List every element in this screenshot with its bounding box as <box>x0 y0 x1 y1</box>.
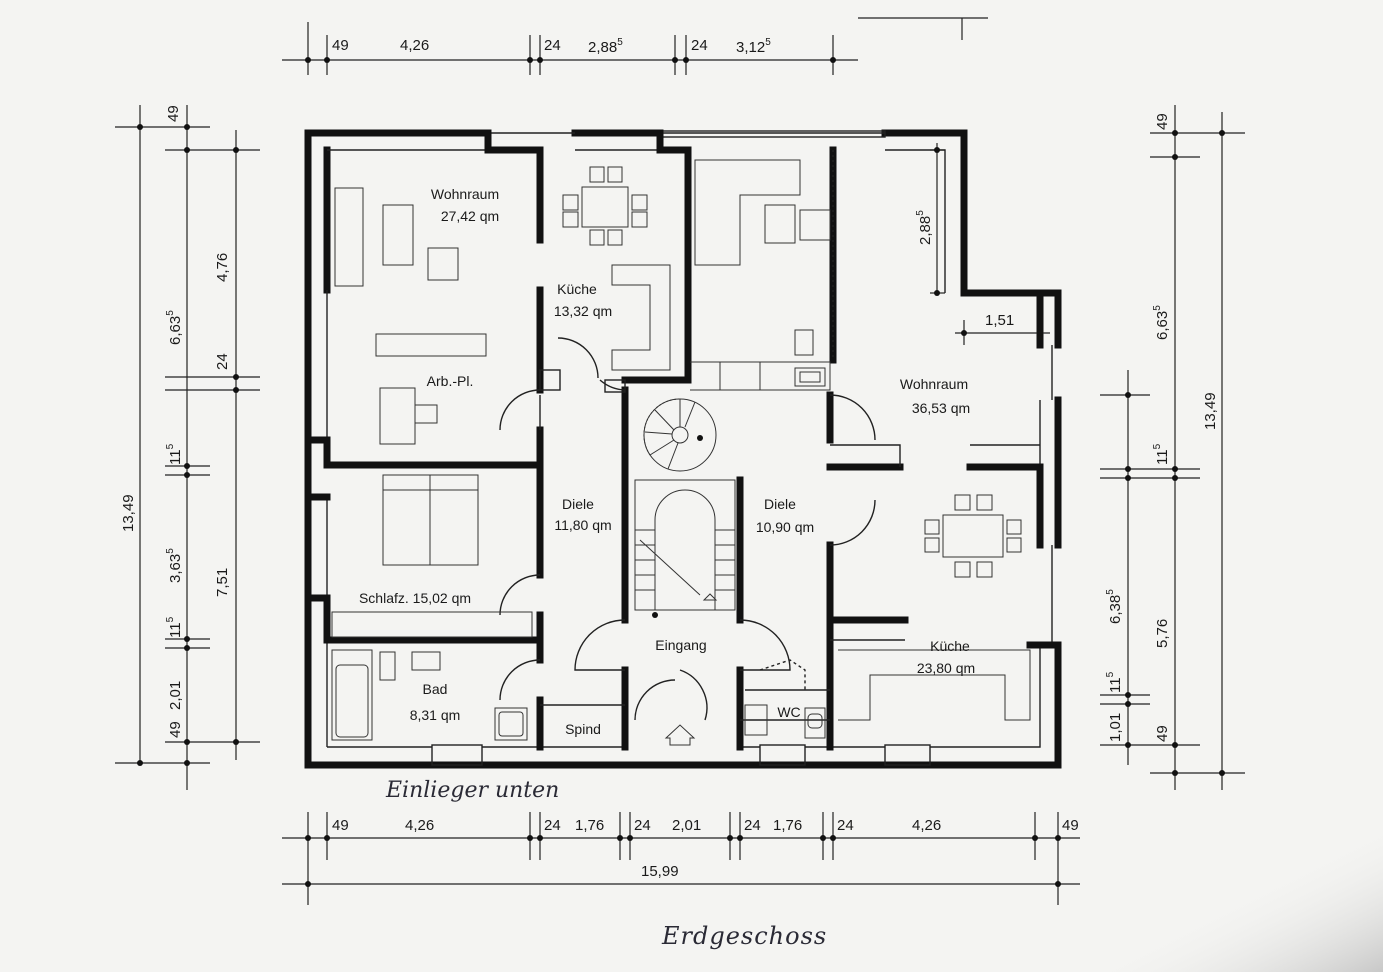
dim-label: 24 <box>691 37 708 54</box>
dimension-left: 49 4,76 24 7,51 6,635 115 3,635 115 2,01… <box>115 105 260 790</box>
dim-label: 5,76 <box>1154 619 1171 648</box>
room-name: Küche <box>557 281 597 297</box>
handwritten-note: Einlieger unten <box>385 778 559 803</box>
outer-walls <box>304 129 1062 769</box>
dim-label: 49 <box>1154 113 1171 130</box>
dim-total: 13,49 <box>1202 392 1219 430</box>
dim-label: 4,26 <box>912 817 941 834</box>
dim-label: 24 <box>544 37 561 54</box>
dim-label: 115 <box>165 616 184 638</box>
room-name: Bad <box>423 681 448 697</box>
room-area: 13,32 qm <box>554 303 612 319</box>
dim-total: 13,49 <box>120 494 137 532</box>
dim-label: 49 <box>165 105 182 122</box>
dim-label: 24 <box>744 817 761 834</box>
room-name: Schlafz. 15,02 qm <box>359 590 471 606</box>
dim-label: 6,385 <box>1105 589 1124 624</box>
room-area: 11,80 qm <box>554 517 611 533</box>
dim-label: 4,76 <box>214 253 231 282</box>
room-name: Eingang <box>655 637 706 653</box>
dim-label: 2,885 <box>588 37 623 56</box>
room-name: Spind <box>565 721 601 737</box>
dim-label: 49 <box>332 37 349 54</box>
dim-label: 115 <box>165 443 184 465</box>
room-name: Diele <box>764 496 796 512</box>
page-title: Erdgeschoss <box>661 922 827 950</box>
dim-label: 49 <box>167 721 184 738</box>
furniture <box>331 159 1031 746</box>
room-area: 10,90 qm <box>756 519 814 535</box>
dim-label: 24 <box>837 817 854 834</box>
room-area: 27,42 qm <box>441 208 499 224</box>
room-name: Küche <box>930 638 970 654</box>
dim-label: 49 <box>332 817 349 834</box>
dim-label: 115 <box>1105 671 1124 693</box>
dim-total: 15,99 <box>641 863 679 880</box>
dim-label: 6,635 <box>1152 305 1171 340</box>
room-name: WC <box>777 704 800 720</box>
room-area: 8,31 qm <box>410 707 461 723</box>
dim-label: 1,01 <box>1107 713 1124 742</box>
dim-label: 3,125 <box>736 37 771 56</box>
dim-label: 115 <box>1152 443 1171 465</box>
dim-label: 2,01 <box>672 817 701 834</box>
dim-label: 49 <box>1154 725 1171 742</box>
dim-label: 3,635 <box>165 548 184 583</box>
dim-label: 4,26 <box>405 817 434 834</box>
dimension-bottom: 49 4,26 24 1,76 24 2,01 24 1,76 24 4,26 … <box>282 812 1080 905</box>
dim-label: 1,76 <box>575 817 604 834</box>
dim-label: 2,01 <box>167 681 184 710</box>
dimension-inner: 2,885 1,51 <box>915 143 1050 345</box>
dim-label: 1,76 <box>773 817 802 834</box>
dim-label: 6,635 <box>165 310 184 345</box>
room-area: 23,80 qm <box>917 660 975 676</box>
room-name: Wohnraum <box>900 376 968 392</box>
room-name: Arb.-Pl. <box>427 373 474 389</box>
paper-shadow <box>1000 780 1383 972</box>
dimension-top: 49 4,26 24 2,885 24 3,125 <box>282 17 988 75</box>
dim-label: 49 <box>1062 817 1079 834</box>
dim-label: 24 <box>214 353 231 370</box>
dim-label: 24 <box>634 817 651 834</box>
room-labels: Wohnraum 27,42 qm Küche 13,32 qm Arb.-Pl… <box>359 186 975 737</box>
dim-label: 7,51 <box>214 568 231 597</box>
room-name: Diele <box>562 496 594 512</box>
dim-label: 4,26 <box>400 37 429 54</box>
dim-label: 1,51 <box>985 312 1014 329</box>
inner-wall-outlines <box>539 150 1040 721</box>
room-name: Wohnraum <box>431 186 499 202</box>
doors <box>499 337 876 721</box>
room-area: 36,53 qm <box>912 400 970 416</box>
dim-label: 24 <box>544 817 561 834</box>
dimension-right: 49 6,635 115 6,385 115 1,01 49 5,76 13,4… <box>1100 105 1245 790</box>
dim-label: 2,885 <box>915 210 934 245</box>
